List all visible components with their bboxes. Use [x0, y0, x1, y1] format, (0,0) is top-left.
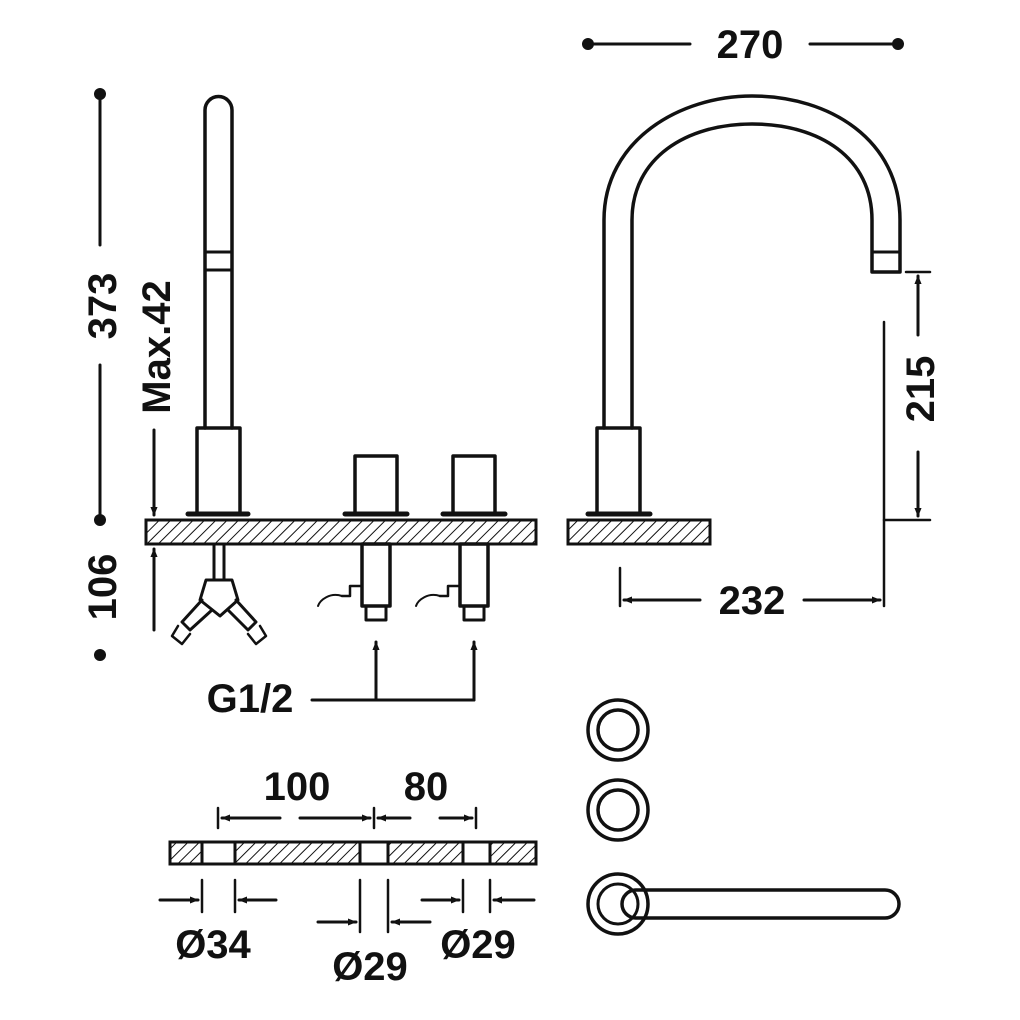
label-d29-middle: Ø29 [332, 945, 408, 989]
dimension-106: 106 [81, 554, 125, 661]
dimension-232: 232 [618, 320, 886, 623]
label-100: 100 [264, 765, 331, 809]
dimension-d34: Ø34 [158, 878, 278, 967]
handle-valve-2 [415, 454, 508, 622]
label-232: 232 [719, 579, 786, 623]
spout-front-view [585, 94, 902, 517]
top-view-handle-2 [586, 778, 650, 842]
deck-section-left [144, 518, 538, 546]
deck-section-right [566, 518, 712, 546]
dimension-373: 373 [81, 88, 125, 526]
label-g12: G1/2 [207, 677, 294, 721]
top-view-spout [586, 872, 901, 936]
dimension-100: 100 [216, 765, 376, 830]
label-d29-right: Ø29 [440, 923, 516, 967]
dimension-d29-middle: Ø29 [316, 878, 432, 989]
spout-connector-fitting [170, 542, 268, 646]
label-215: 215 [899, 356, 943, 423]
label-d34: Ø34 [175, 923, 251, 967]
dimension-80: 80 [376, 765, 478, 830]
dimension-d29-right: Ø29 [420, 878, 536, 967]
dimension-g12: G1/2 [207, 640, 478, 721]
label-270: 270 [717, 23, 784, 67]
label-106: 106 [81, 554, 125, 621]
handle-valve-1 [317, 454, 410, 622]
label-max42: Max.42 [135, 280, 179, 413]
deck-holes-section [168, 840, 538, 866]
label-373: 373 [81, 273, 125, 340]
dimension-215: 215 [882, 270, 943, 522]
spout-side-view [185, 94, 251, 517]
dimension-max42: Max.42 [135, 280, 179, 632]
label-80: 80 [404, 765, 449, 809]
dimension-270: 270 [582, 23, 904, 67]
top-view-handle-1 [586, 698, 650, 762]
